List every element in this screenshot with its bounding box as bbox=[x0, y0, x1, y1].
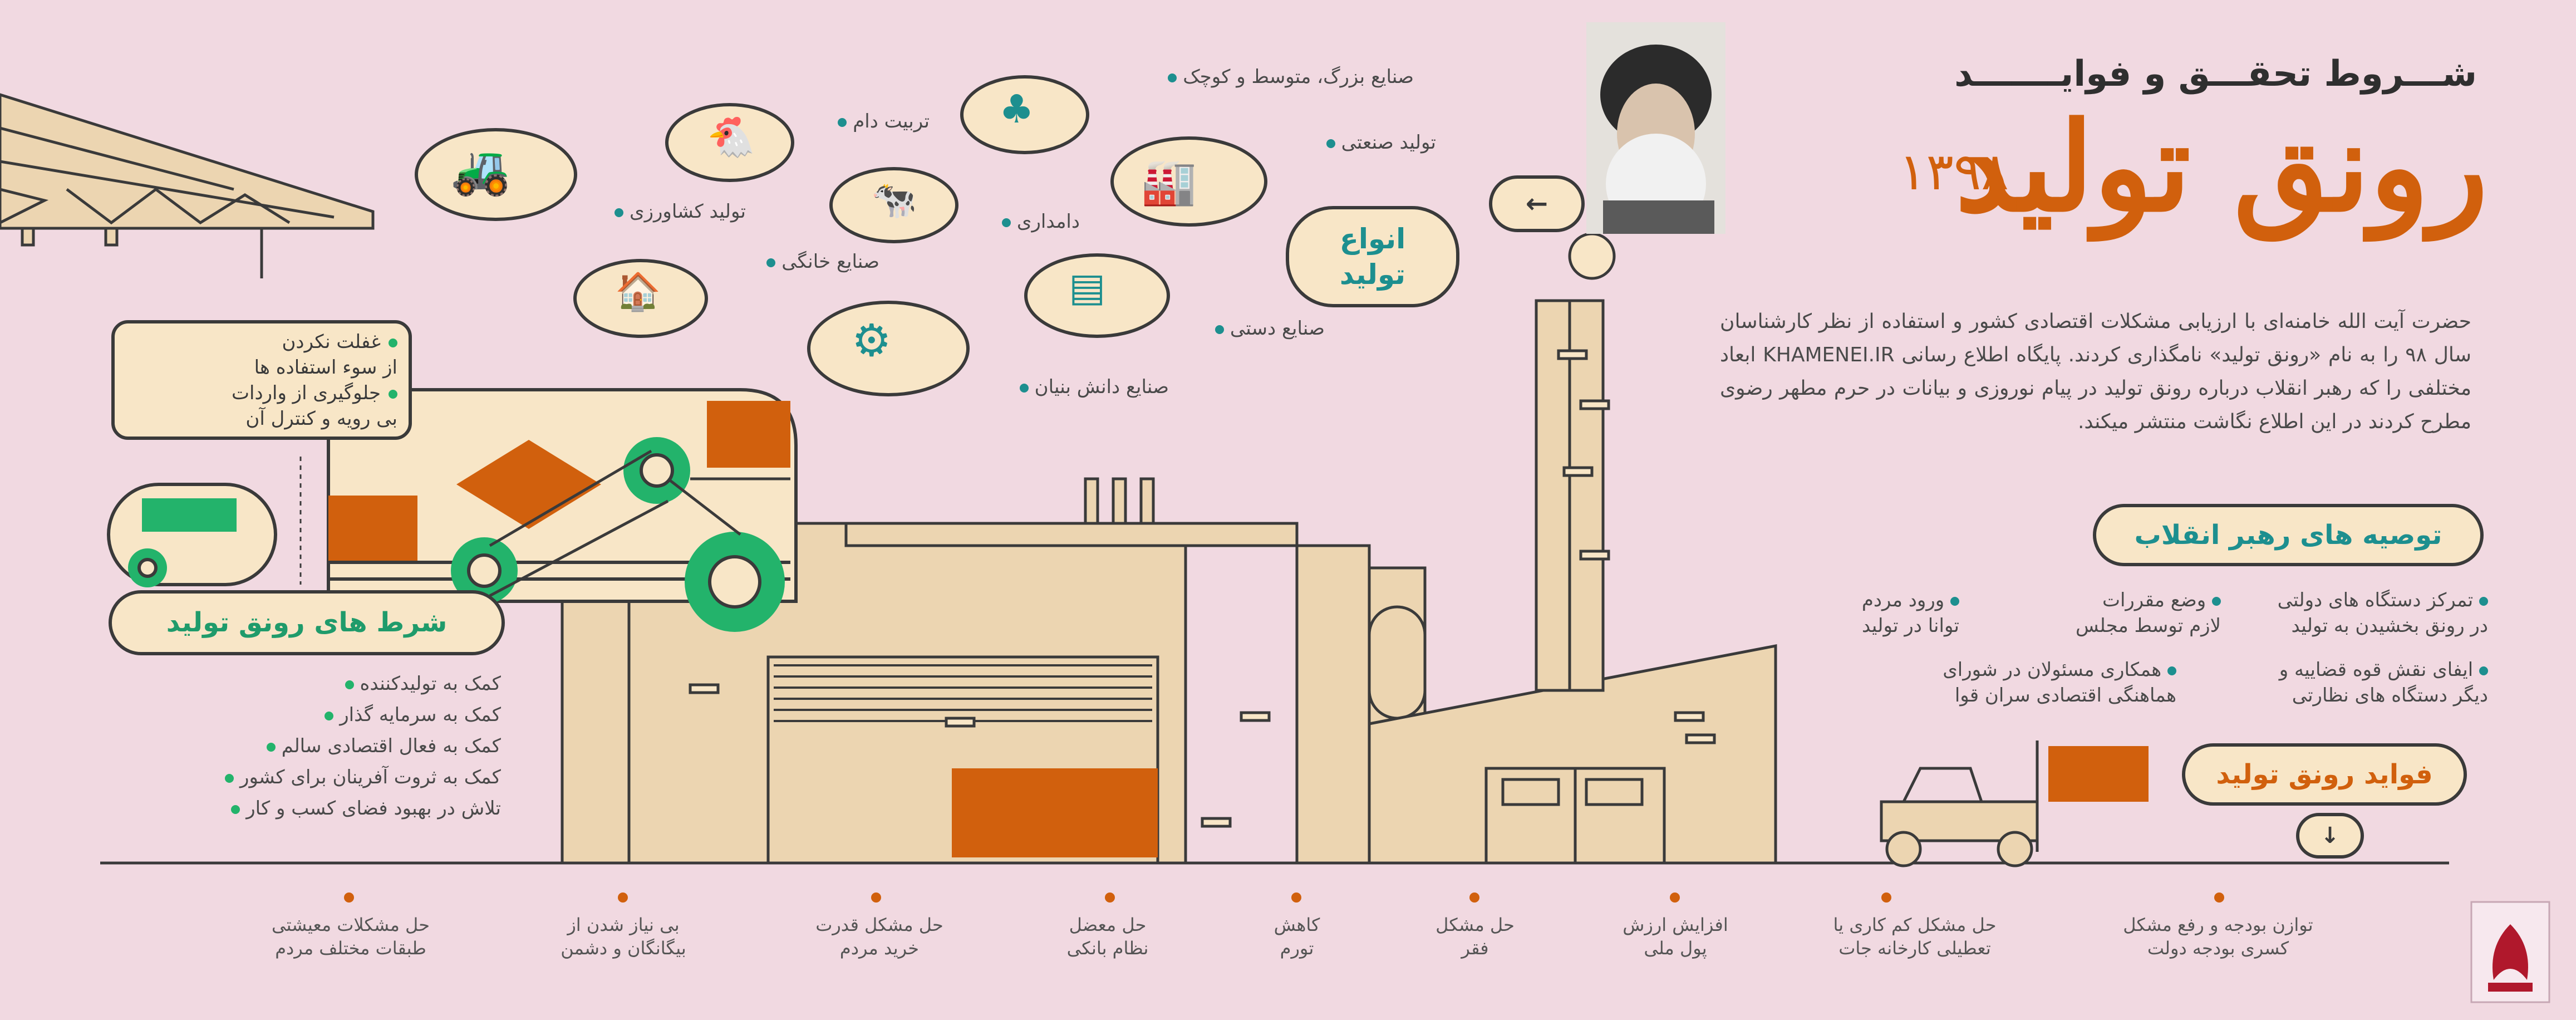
title-year: ۱۳۹۸ bbox=[1899, 142, 2009, 202]
conditions-list-item: تلاش در بهبود فضای کسب و کار bbox=[111, 793, 501, 824]
conveyor-panel bbox=[327, 388, 798, 632]
production-item-8: صنایع دانش بنیان bbox=[946, 376, 1169, 398]
production-types-label-1: انواع bbox=[1339, 223, 1406, 255]
benefit-dot bbox=[1105, 892, 1115, 903]
benefit-dot bbox=[344, 892, 354, 903]
conditions-title: شرط های رونق تولید bbox=[109, 590, 505, 655]
conditions-list-item: کمک به سرمایه گذار bbox=[111, 699, 501, 730]
conditions-list-item: کمک به ثروت آفرینان برای کشور bbox=[111, 762, 501, 793]
factory-building bbox=[561, 232, 1777, 865]
conditions-list: کمک به تولیدکننده کمک به سرمایه گذار کمک… bbox=[111, 668, 501, 824]
arrow-down-icon: ↓ bbox=[2321, 823, 2339, 849]
production-item-1: تولید صنعتی bbox=[1225, 131, 1436, 154]
livestock-icon: 🐄 bbox=[871, 178, 917, 221]
production-item-7: صنایع دستی bbox=[1158, 317, 1325, 340]
benefit-dot bbox=[618, 892, 628, 903]
bubble-tractor bbox=[415, 128, 577, 221]
title-big: رونق تولید bbox=[1955, 95, 2488, 239]
back-arrow-button[interactable]: ← bbox=[1489, 175, 1585, 232]
machine-round-panel bbox=[107, 483, 277, 587]
title-small: شـــروط تحقـــق و فوایـــــــد bbox=[1954, 53, 2477, 95]
bubble-handicraft bbox=[1024, 253, 1170, 338]
chicken-icon: 🐔 bbox=[707, 114, 756, 160]
conditions-list-item: کمک به فعال اقتصادی سالم bbox=[111, 730, 501, 762]
tractor-icon: 🚜 bbox=[451, 143, 511, 198]
emblem bbox=[2470, 901, 2550, 1003]
production-item-2: صنایع بزرگ، متوسط و کوچک bbox=[1058, 66, 1414, 88]
bubble-livestock bbox=[829, 167, 958, 243]
bubble-knowledge bbox=[807, 301, 970, 396]
portrait bbox=[1586, 22, 1725, 234]
crane bbox=[0, 93, 375, 278]
recommendations-title: توصیه های رهبر انقلاب bbox=[2093, 504, 2484, 566]
factory-icon: 🏭 bbox=[1141, 156, 1197, 208]
benefit-dot bbox=[1469, 892, 1479, 903]
home-industry-icon: 🏠 bbox=[615, 270, 661, 313]
benefits-title: فواید رونق تولید bbox=[2182, 743, 2467, 806]
production-item-5: دامداری bbox=[957, 210, 1080, 233]
benefit-dot bbox=[1881, 892, 1891, 903]
arrow-left-icon: ← bbox=[1525, 188, 1548, 219]
production-types-badge: انواع تولید bbox=[1286, 206, 1459, 307]
benefit-dot bbox=[2214, 892, 2224, 903]
scroll-down-button[interactable]: ↓ bbox=[2296, 813, 2364, 859]
industry-scale-icon: ♣ bbox=[999, 86, 1034, 132]
benefit-dot bbox=[871, 892, 881, 903]
benefit-dot bbox=[1670, 892, 1680, 903]
forklift bbox=[1880, 741, 2149, 867]
bubble-home-industry bbox=[573, 259, 708, 338]
production-types-label-2: تولید bbox=[1339, 258, 1406, 291]
production-item-6: صنایع خانگی bbox=[701, 251, 879, 273]
production-item-3: تربیت دام bbox=[735, 110, 930, 133]
bubble-industry-scale bbox=[960, 75, 1089, 154]
bubble-factory bbox=[1110, 136, 1267, 227]
intro-paragraph: حضرت آیت الله خامنه‌ای با ارزیابی مشکلات… bbox=[1720, 310, 2472, 433]
bubble-chicken bbox=[665, 103, 794, 182]
conditions-list-item: کمک به تولیدکننده bbox=[111, 668, 501, 699]
handicraft-icon: ▤ bbox=[1069, 264, 1106, 310]
benefit-dot bbox=[1291, 892, 1301, 903]
production-item-4: تولید کشاورزی bbox=[557, 200, 746, 223]
knowledge-icon: ⚙ bbox=[852, 315, 892, 366]
